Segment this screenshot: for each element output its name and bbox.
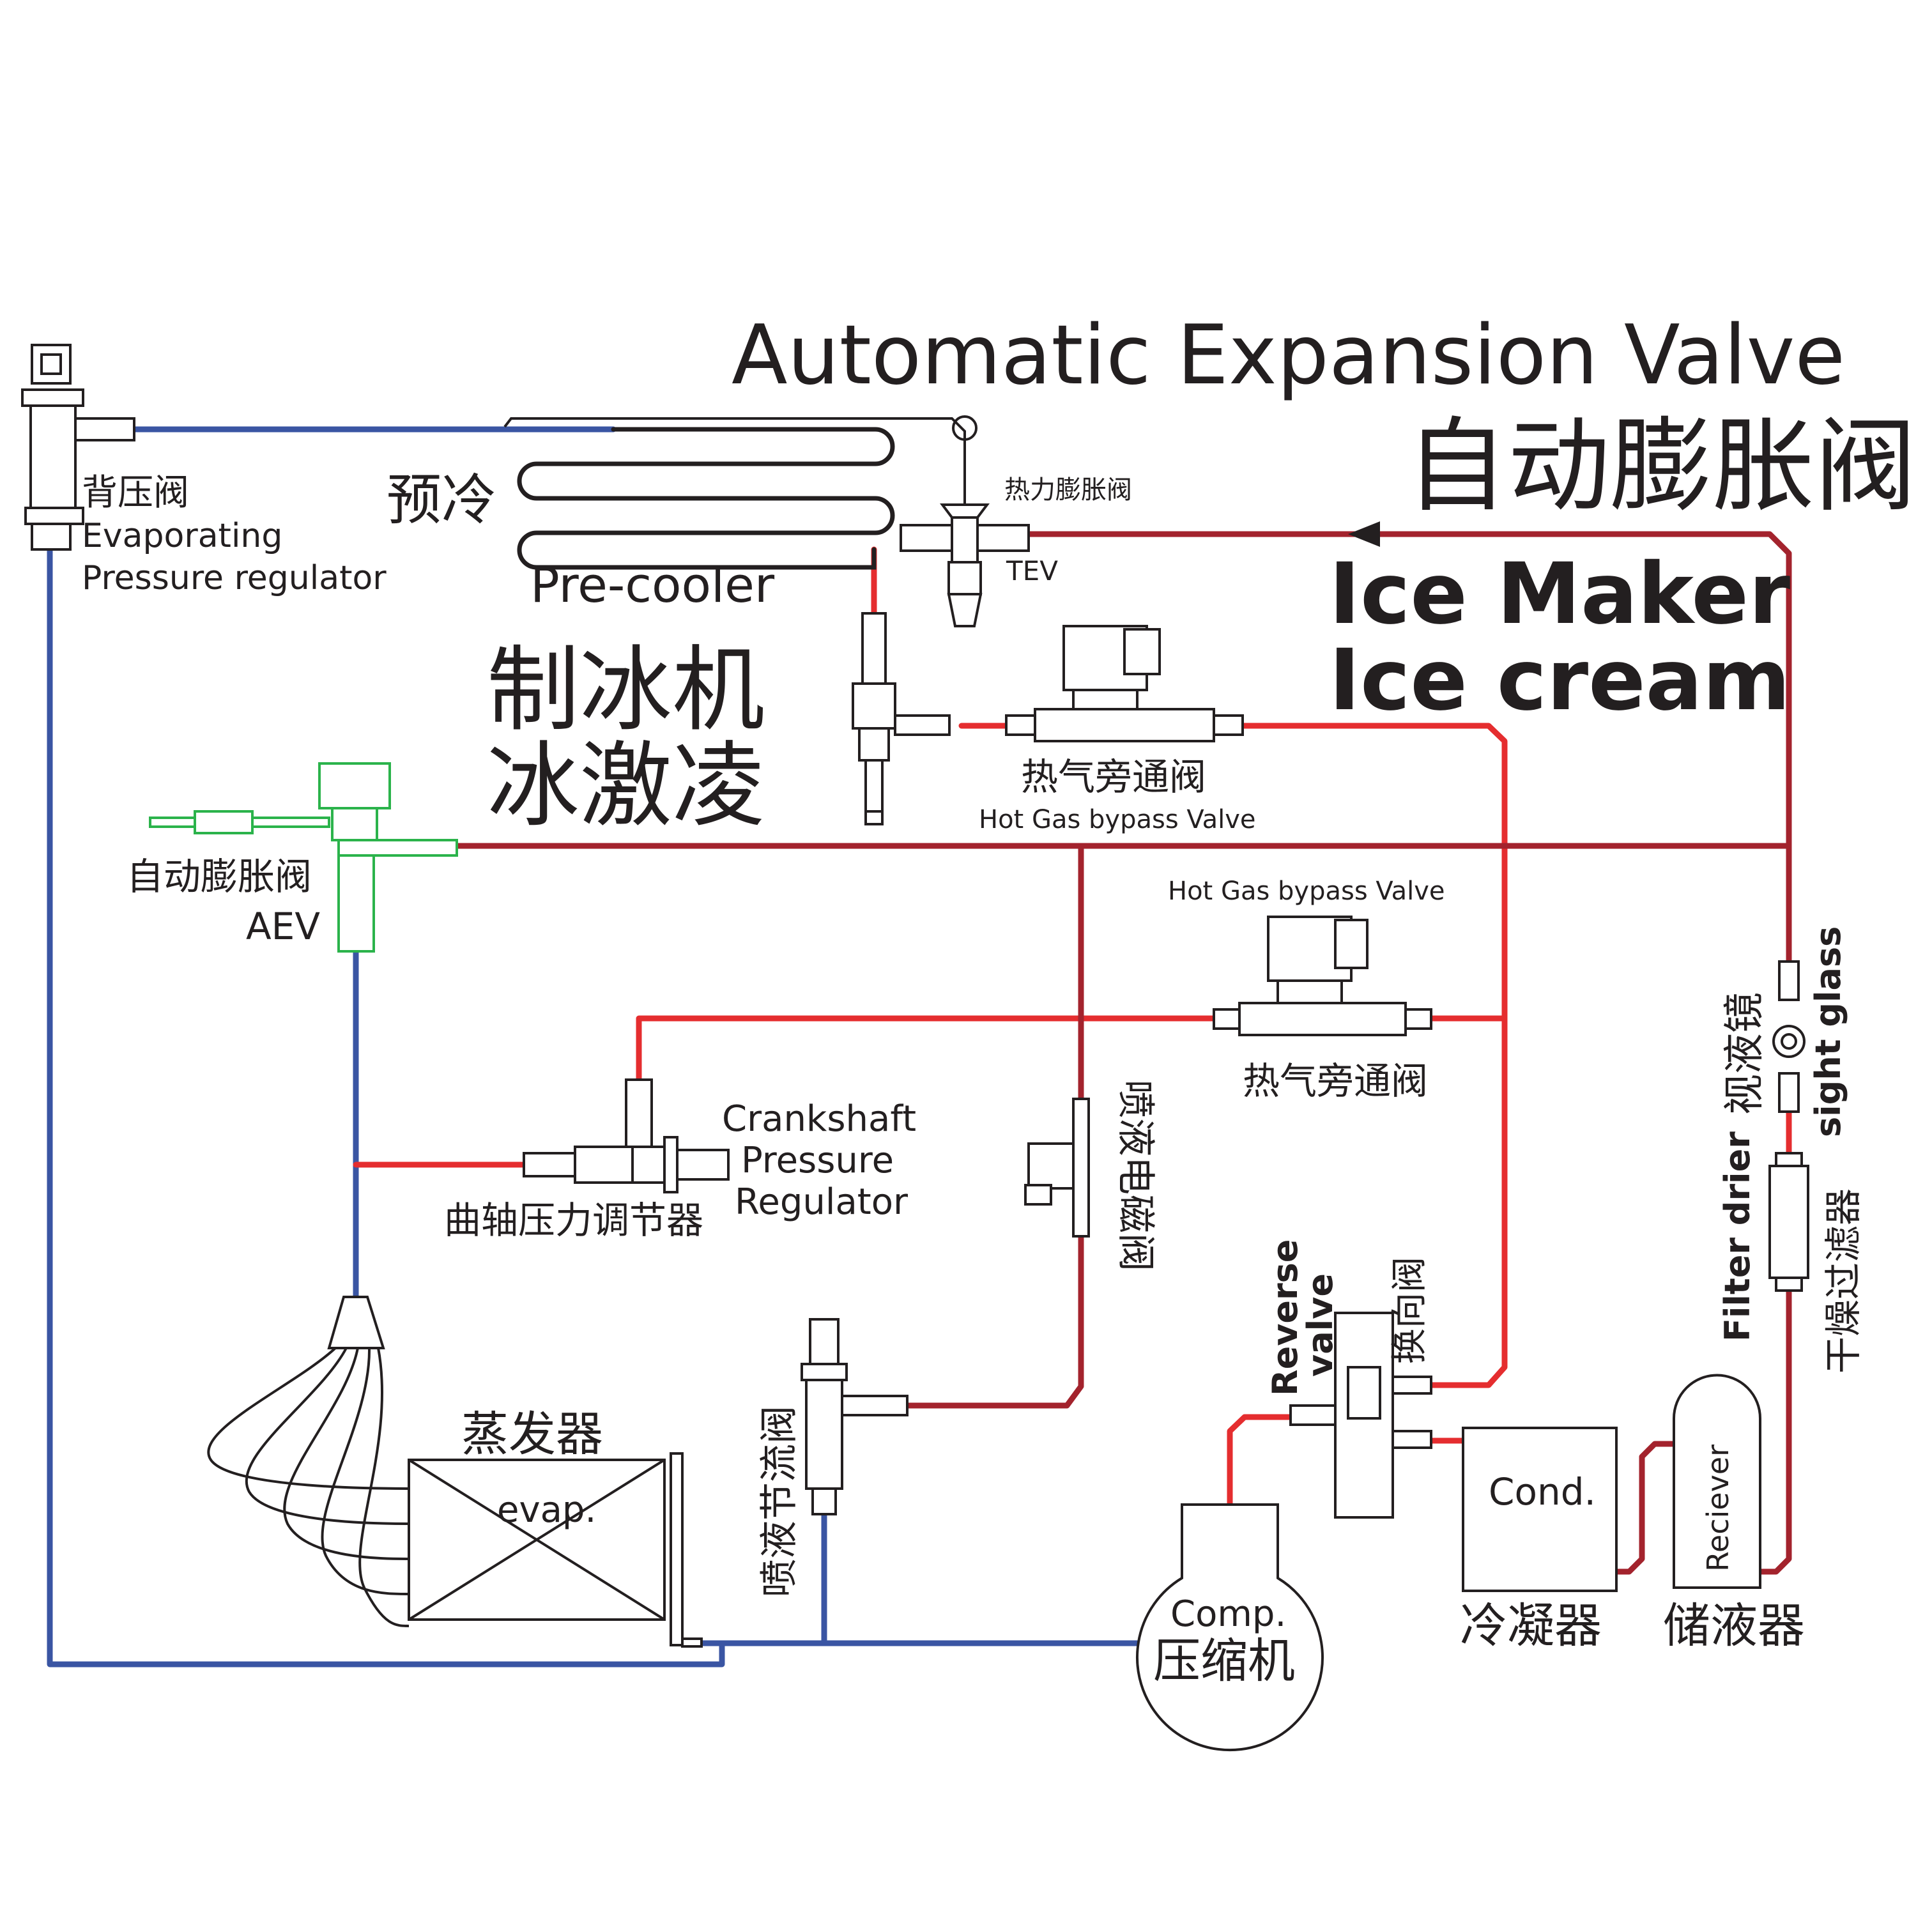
- tev-valve: [900, 503, 1030, 627]
- liquid-injection-throttle-label: 喷液节流阀: [757, 1406, 802, 1597]
- discharge-line: [1227, 1414, 1294, 1508]
- epr-label-zh: 背压阀: [82, 472, 189, 514]
- hot-gas-bypass-valve-1: [852, 612, 1244, 825]
- hot-gas-bypass-2-en: Hot Gas bypass Valve: [1168, 877, 1445, 906]
- hot-gas-lines: [353, 546, 1792, 1508]
- sight-glass-label-en: sight glass: [1808, 926, 1848, 1137]
- liquid-injection-solenoid-label: 喷液电磁阀: [1113, 1080, 1158, 1271]
- hot-gas-bypass-1-en: Hot Gas bypass Valve: [979, 805, 1256, 834]
- application-zh-line2: 冰激凌: [487, 732, 765, 840]
- application-zh-line1: 制冰机: [487, 636, 765, 744]
- liquid-lines: [454, 531, 1792, 1575]
- filter-drier: [1768, 1152, 1809, 1292]
- epr-valve: [21, 344, 135, 551]
- reverse-valve-label-en-1: Reverse: [1265, 1239, 1305, 1396]
- hot-gas-bypass-valve-2: [1213, 916, 1432, 1036]
- title-zh: 自动膨胀阀: [1406, 406, 1917, 526]
- precooler-label-zh: 预冷: [387, 468, 496, 532]
- title-en: Automatic Expansion Valve: [732, 308, 1845, 403]
- flow-arrow: [1348, 521, 1380, 547]
- evaporator-box: [408, 1452, 703, 1648]
- distributor: [207, 1296, 410, 1627]
- aev-label-en: AEV: [246, 905, 320, 948]
- hot-gas-bypass-2-to-crank: [636, 1015, 1220, 1083]
- receiver-to-drier: [1757, 1287, 1792, 1575]
- aev-label-zh: 自动膨胀阀: [126, 855, 312, 898]
- suction-line-main: [47, 546, 725, 1667]
- evaporator-label-zh: 蒸发器: [461, 1407, 603, 1462]
- compressor-label-zh: 压缩机: [1153, 1634, 1295, 1689]
- crankshaft-label-en-3: Regulator: [735, 1181, 908, 1223]
- compressor-label-en: Comp.: [1170, 1593, 1286, 1635]
- crankshaft-regulator: [523, 1078, 730, 1193]
- liquid-injection-to-throttle: [904, 1233, 1084, 1409]
- crankshaft-label-en-1: Crankshaft: [722, 1098, 916, 1140]
- crankshaft-label-zh: 曲轴压力调节器: [444, 1199, 703, 1242]
- liquid-main-to-tev: [1025, 531, 1792, 965]
- evaporator-label-en: evap.: [497, 1489, 596, 1531]
- crankshaft-label-en-2: Pressure: [741, 1140, 894, 1181]
- application-en-line2: Ice cream: [1329, 631, 1790, 730]
- receiver-label-zh: 储液器: [1663, 1598, 1805, 1653]
- precooler-label-en: Pre-cooler: [530, 556, 775, 613]
- tev-label-en: TEV: [1006, 555, 1058, 586]
- liquid-injection-solenoid: [1024, 1098, 1090, 1238]
- cond-to-receiver: [1613, 1441, 1677, 1575]
- aev-valve: [149, 762, 458, 953]
- reverse-valve-label-zh: 换向阀: [1389, 1257, 1430, 1364]
- precooler-tube: [517, 427, 895, 570]
- compressor: [1136, 1503, 1324, 1752]
- suction-lines: [47, 426, 1140, 1667]
- application-en-line1: Ice Maker: [1329, 545, 1790, 643]
- condenser-box: [1462, 1427, 1618, 1592]
- reverse-valve: [1289, 1312, 1432, 1519]
- precooler-coil: [503, 415, 977, 570]
- sight-glass: [1772, 960, 1805, 1113]
- filter-drier-label-zh: 干燥过滤器: [1821, 1188, 1865, 1374]
- reverse-valve-label-en-2: valve: [1300, 1273, 1340, 1377]
- epr-label-en-2: Pressure regulator: [82, 559, 387, 597]
- tev-capillary: [503, 417, 966, 511]
- sight-glass-label-zh: 视液镜: [1721, 992, 1768, 1115]
- hot-gas-riser: [1211, 723, 1508, 1388]
- filter-drier-label-en: Filter drier: [1717, 1131, 1758, 1342]
- epr-label-en-1: Evaporating: [82, 517, 282, 555]
- hot-gas-bypass-1-zh: 热气旁通阀: [1021, 755, 1206, 799]
- hot-gas-bypass-2-zh: 热气旁通阀: [1243, 1059, 1428, 1103]
- condenser-label-en: Cond.: [1489, 1470, 1596, 1514]
- condenser-label-zh: 冷凝器: [1460, 1598, 1602, 1653]
- tev-label-zh: 热力膨胀阀: [1004, 475, 1132, 505]
- receiver-label-en: Reciever: [1701, 1445, 1735, 1572]
- receiver-tank: [1673, 1374, 1761, 1589]
- liquid-injection-throttle: [801, 1318, 908, 1515]
- tev-bulb: [952, 415, 977, 441]
